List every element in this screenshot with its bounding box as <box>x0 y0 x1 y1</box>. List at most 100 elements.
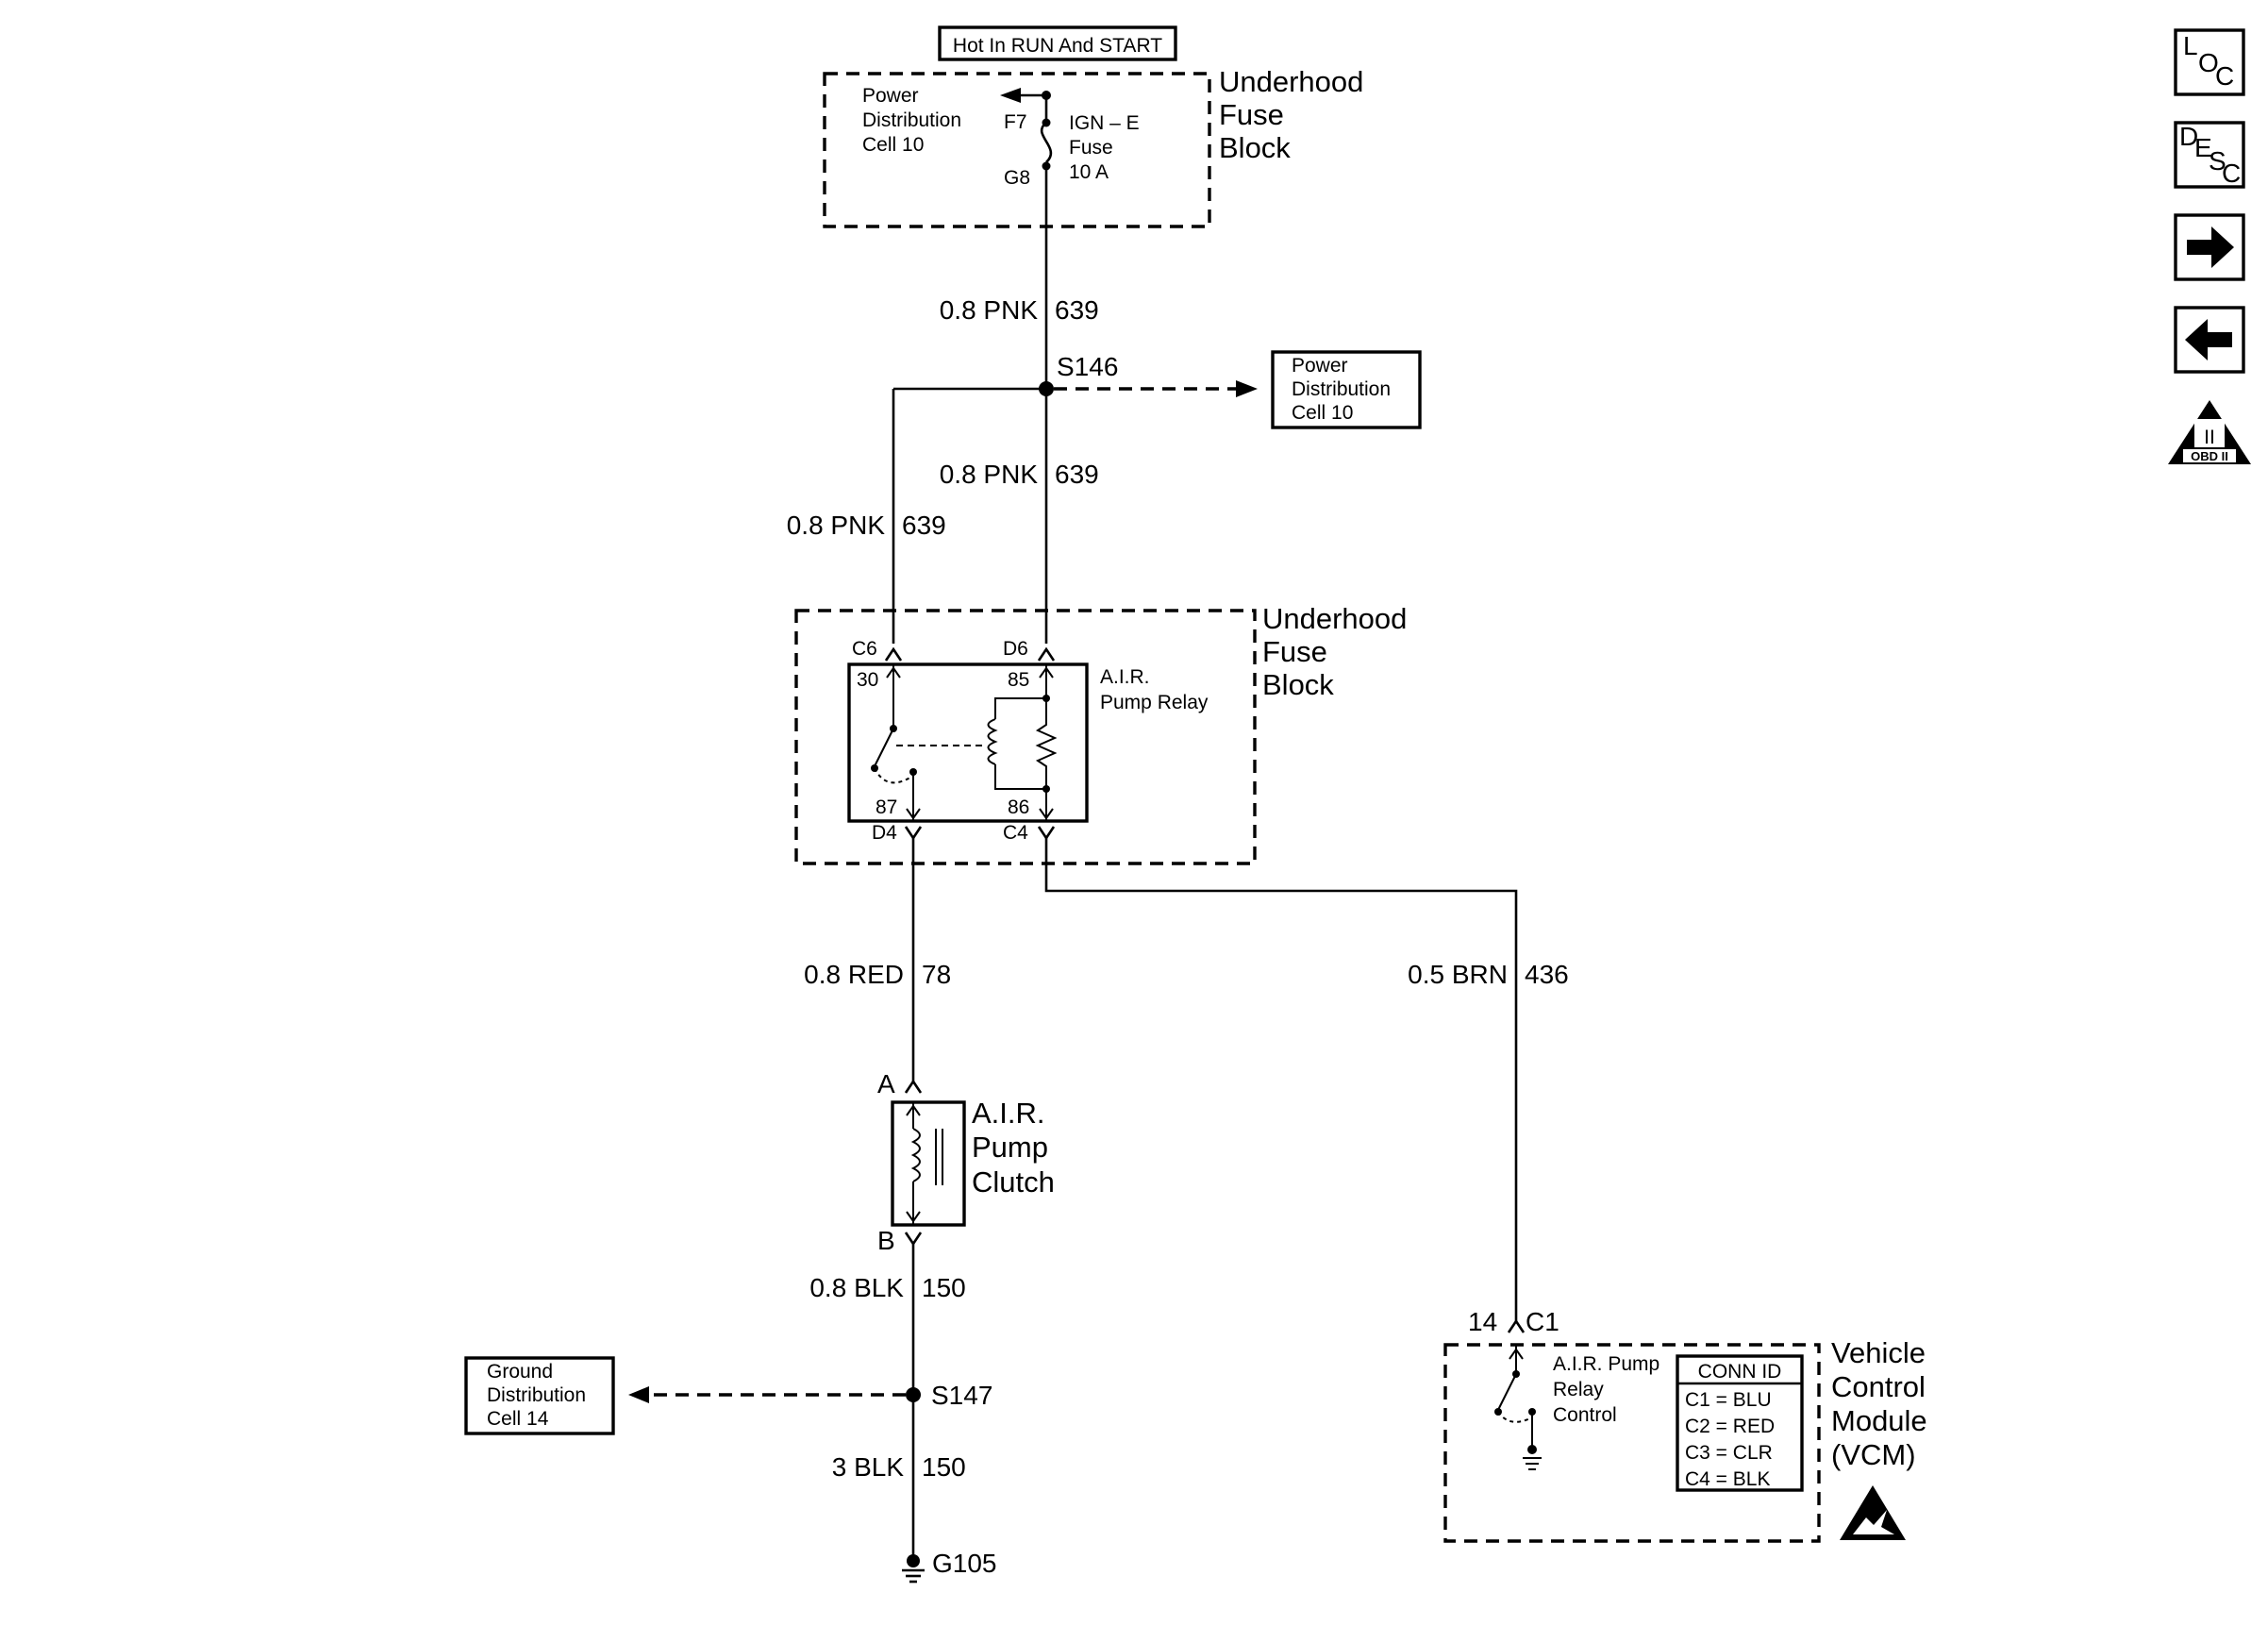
clutch-wire-arrow-bot <box>906 1211 921 1223</box>
fuse-name-1: IGN – E <box>1069 112 1140 134</box>
fuse-name-3: 10 A <box>1069 161 1109 183</box>
fuse-block-top-title-1: Underhood <box>1219 65 1363 98</box>
vcm-control-2: Relay <box>1553 1379 1604 1400</box>
ground-dist-box-rect <box>464 1356 615 1435</box>
next-arrow-button[interactable] <box>2174 213 2245 281</box>
fuse-block-mid-border <box>794 609 1257 865</box>
fuse-out-label: G8 <box>1004 167 1030 189</box>
relay-coil-icon <box>987 718 998 765</box>
pin-87: 87 <box>876 796 897 818</box>
prev-arrow-button[interactable] <box>2174 306 2245 374</box>
clutch-pin-a: A <box>877 1069 895 1098</box>
pin-30: 30 <box>857 669 878 691</box>
wire-7-label: 3 BLK <box>832 1452 905 1482</box>
conn-c6-label: C6 <box>852 638 877 660</box>
clutch-label-2: Pump <box>972 1131 1048 1164</box>
power-dist-box: Power Distribution Cell 10 <box>1271 350 1422 429</box>
vcm-switch-arc <box>1497 1411 1533 1423</box>
loc-nav-box[interactable] <box>2174 28 2245 96</box>
conn-id-row-2: C2 = RED <box>1685 1416 1775 1437</box>
loc-icon-o: O <box>2198 48 2219 77</box>
hot-label: Hot In RUN And START <box>953 35 1162 57</box>
clutch-pin-a-icon <box>904 1079 923 1094</box>
fuse-block-mid-title-1: Underhood <box>1262 602 1407 635</box>
vcm-title-3: Module <box>1831 1404 1927 1437</box>
pin-85: 85 <box>1008 669 1029 691</box>
relay-pin85-arrow <box>1039 666 1054 679</box>
desc-icon-d: D <box>2179 122 2198 151</box>
obd-nav-button[interactable]: II OBD II <box>2168 400 2251 464</box>
air-pump-clutch: A B A.I.R. Pump Clutch <box>877 1069 1055 1255</box>
wire-3-label: 0.8 PNK <box>787 511 886 540</box>
fuse-in-label: F7 <box>1004 111 1027 133</box>
arrow-right-icon <box>2187 226 2234 268</box>
vcm-ground-icon <box>1523 1445 1542 1470</box>
relay-label-2: Pump Relay <box>1100 692 1209 713</box>
wire-3-circuit: 639 <box>902 511 946 540</box>
fuse-top-powerdist-2: Distribution <box>862 109 961 131</box>
conn-id-header: CONN ID <box>1698 1361 1782 1383</box>
wire-1-circuit: 639 <box>1055 295 1099 325</box>
relay-box <box>847 662 1089 823</box>
conn-d6-icon <box>1037 646 1056 662</box>
ground-g105-label: G105 <box>932 1549 997 1578</box>
fuse-top-powerdist-1: Power <box>862 85 919 107</box>
resistor-icon <box>1035 698 1058 789</box>
wire-2-label: 0.8 PNK <box>940 460 1039 489</box>
relay-coil-frame-top <box>994 697 1046 719</box>
wire-6-circuit: 150 <box>922 1273 966 1302</box>
splice-s147-label: S147 <box>931 1381 992 1410</box>
vcm-title-1: Vehicle <box>1831 1336 1926 1369</box>
splice-s146-label: S146 <box>1057 352 1118 381</box>
fuse-block-mid-title-3: Block <box>1262 668 1334 701</box>
wire-6-label: 0.8 BLK <box>809 1273 904 1302</box>
obd-ii-text: II <box>2204 427 2215 448</box>
conn-id-row-4: C4 = BLK <box>1685 1468 1770 1490</box>
relay-switch-arc <box>874 767 914 784</box>
conn-d6-label: D6 <box>1003 638 1028 660</box>
desc-nav-button[interactable]: D E S C <box>2174 121 2245 189</box>
clutch-pin-b: B <box>877 1226 895 1255</box>
relay-pin30-arrow <box>886 666 901 679</box>
wire-2-circuit: 639 <box>1055 460 1099 489</box>
fuse-block-top: Underhood Fuse Block Power Distribution … <box>823 65 1363 228</box>
vcm-c1-pin-icon <box>1507 1318 1526 1333</box>
ground-dist-arrowhead <box>628 1386 649 1403</box>
obd-label-text: OBD II <box>2191 449 2228 463</box>
fuse-block-top-title-2: Fuse <box>1219 98 1284 131</box>
fuse-top-arrowhead <box>1000 88 1021 103</box>
fuse-block-mid-title-2: Fuse <box>1262 635 1327 668</box>
fuse-block-mid: Underhood Fuse Block C6 D6 A.I.R. Pump R… <box>794 602 1407 865</box>
wire-4-label: 0.8 RED <box>804 960 904 989</box>
loc-icon-c: C <box>2215 61 2234 91</box>
desc-nav-box[interactable] <box>2174 121 2245 189</box>
vcm-border <box>1443 1343 1821 1543</box>
desc-icon-s: S <box>2209 146 2226 176</box>
relay-label-1: A.I.R. <box>1100 666 1150 688</box>
vcm-title-2: Control <box>1831 1370 1926 1403</box>
power-dist-box-rect <box>1271 350 1422 429</box>
vcm-switch-arrow <box>1509 1348 1524 1360</box>
wire-7-circuit: 150 <box>922 1452 966 1482</box>
ground-dist-box-1: Ground <box>487 1361 553 1383</box>
fuse-top-powerdist-3: Cell 10 <box>862 134 924 156</box>
desc-icon-e: E <box>2194 133 2212 162</box>
wire-4-circuit: 78 <box>922 960 951 989</box>
conn-id-row-3: C3 = CLR <box>1685 1442 1773 1464</box>
loc-nav-button[interactable]: L O C <box>2174 28 2245 96</box>
ground-dist-box-3: Cell 14 <box>487 1408 549 1430</box>
conn-d4-label: D4 <box>872 822 897 844</box>
ground-dist-box: Ground Distribution Cell 14 <box>464 1356 615 1435</box>
relay-switch-contact <box>874 728 894 767</box>
ground-g105-icon <box>902 1554 925 1584</box>
clutch-pin-b-icon <box>904 1232 923 1247</box>
vcm-switch-blade <box>1497 1373 1517 1411</box>
vcm: 14 C1 Vehicle Control Module (VCM) A.I.R… <box>1443 1307 1927 1543</box>
relay-pin87-arrow <box>906 808 921 820</box>
loc-icon-l: L <box>2183 31 2198 60</box>
clutch-label-1: A.I.R. <box>972 1097 1045 1130</box>
conn-id-row-1: C1 = BLU <box>1685 1389 1772 1411</box>
wire-1-label: 0.8 PNK <box>940 295 1039 325</box>
conn-d4-icon <box>904 826 923 841</box>
